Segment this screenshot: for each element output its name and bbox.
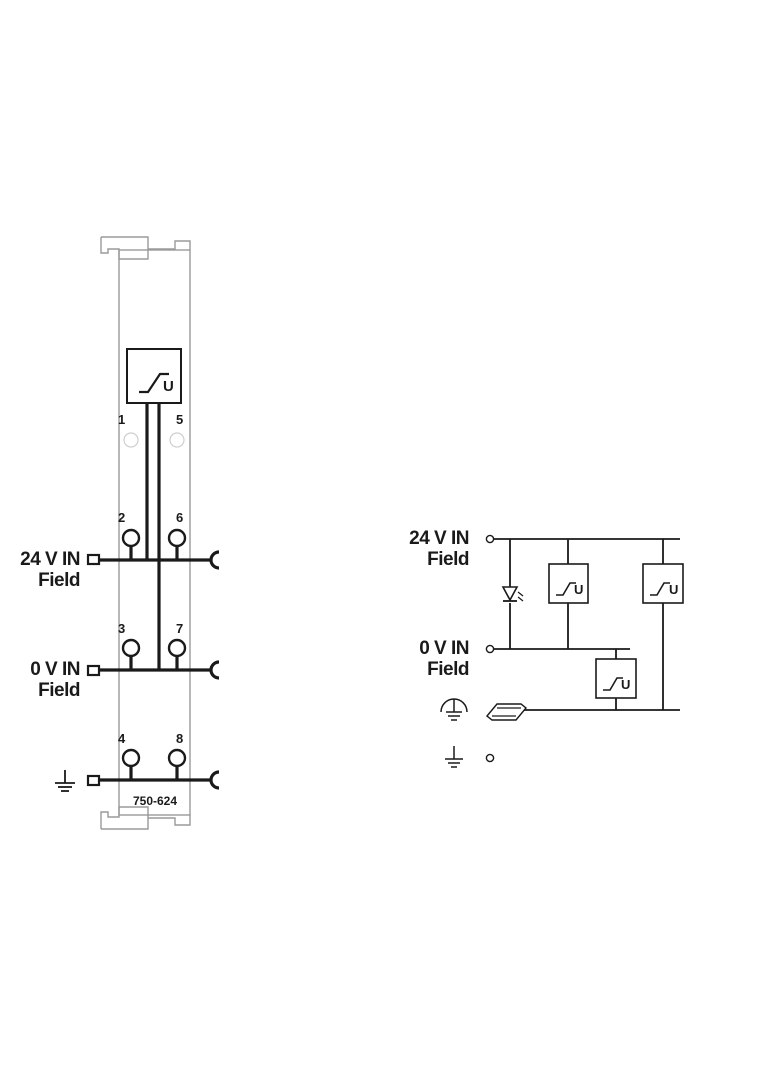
jumper-contact xyxy=(86,664,101,677)
ground-icon xyxy=(55,770,75,792)
model-number: 750-624 xyxy=(133,794,177,808)
surge-protector-icon: U xyxy=(642,563,684,604)
terminal-row-24v xyxy=(86,528,220,570)
schematic-label-24v-in: 24 V IN xyxy=(409,528,469,549)
protective-earth-icon xyxy=(440,698,468,721)
led-indicator-5 xyxy=(169,432,185,448)
terminal-label-2: 2 xyxy=(118,510,125,525)
terminal-row-ground xyxy=(86,748,220,790)
surge-protector-icon: U xyxy=(548,563,589,604)
terminal-label-7: 7 xyxy=(176,621,183,636)
schematic-terminal-ground xyxy=(485,753,495,763)
terminal-label-3: 3 xyxy=(118,621,125,636)
terminal-clamp-7 xyxy=(167,638,187,658)
terminal-clamp-8 xyxy=(167,748,187,768)
protector-symbol: U xyxy=(163,378,174,395)
terminal-label-6: 6 xyxy=(176,510,183,525)
jumper-contact xyxy=(86,553,101,566)
ground-icon xyxy=(445,746,463,768)
schematic-terminal-24v xyxy=(485,534,495,544)
terminal-clamp-3 xyxy=(121,638,141,658)
power-contact xyxy=(209,550,220,570)
terminal-clamp-2 xyxy=(121,528,141,548)
terminal-clamp-6 xyxy=(167,528,187,548)
terminal-row-0v xyxy=(86,638,220,680)
label-0v-field: Field xyxy=(38,680,80,701)
din-rail-icon xyxy=(486,703,527,721)
terminal-label-5: 5 xyxy=(176,412,183,427)
surge-protector-icon: U xyxy=(595,658,637,699)
jumper-contact xyxy=(86,774,101,787)
label-24v-in: 24 V IN xyxy=(20,549,80,570)
led-diode-icon xyxy=(501,586,524,602)
label-0v-in: 0 V IN xyxy=(30,659,80,680)
internal-bus-wires xyxy=(145,403,161,670)
power-contact xyxy=(209,770,220,790)
terminal-label-4: 4 xyxy=(118,731,126,746)
protector-symbol: U xyxy=(574,582,583,597)
module-housing xyxy=(100,236,191,830)
schematic-label-24v-field: Field xyxy=(427,549,469,570)
terminal-label-1: 1 xyxy=(118,412,125,427)
protector-symbol: U xyxy=(669,582,678,597)
schematic-terminal-0v xyxy=(485,644,495,654)
power-contact xyxy=(209,660,220,680)
protector-symbol: U xyxy=(621,677,630,692)
terminal-clamp-4 xyxy=(121,748,141,768)
surge-protector-icon: U xyxy=(126,348,182,404)
terminal-label-8: 8 xyxy=(176,731,183,746)
label-24v-field: Field xyxy=(38,570,80,591)
schematic-label-0v-in: 0 V IN xyxy=(419,638,469,659)
schematic-label-0v-field: Field xyxy=(427,659,469,680)
status-leds xyxy=(123,432,185,448)
led-indicator-1 xyxy=(123,432,139,448)
schematic-wiring xyxy=(485,534,680,763)
